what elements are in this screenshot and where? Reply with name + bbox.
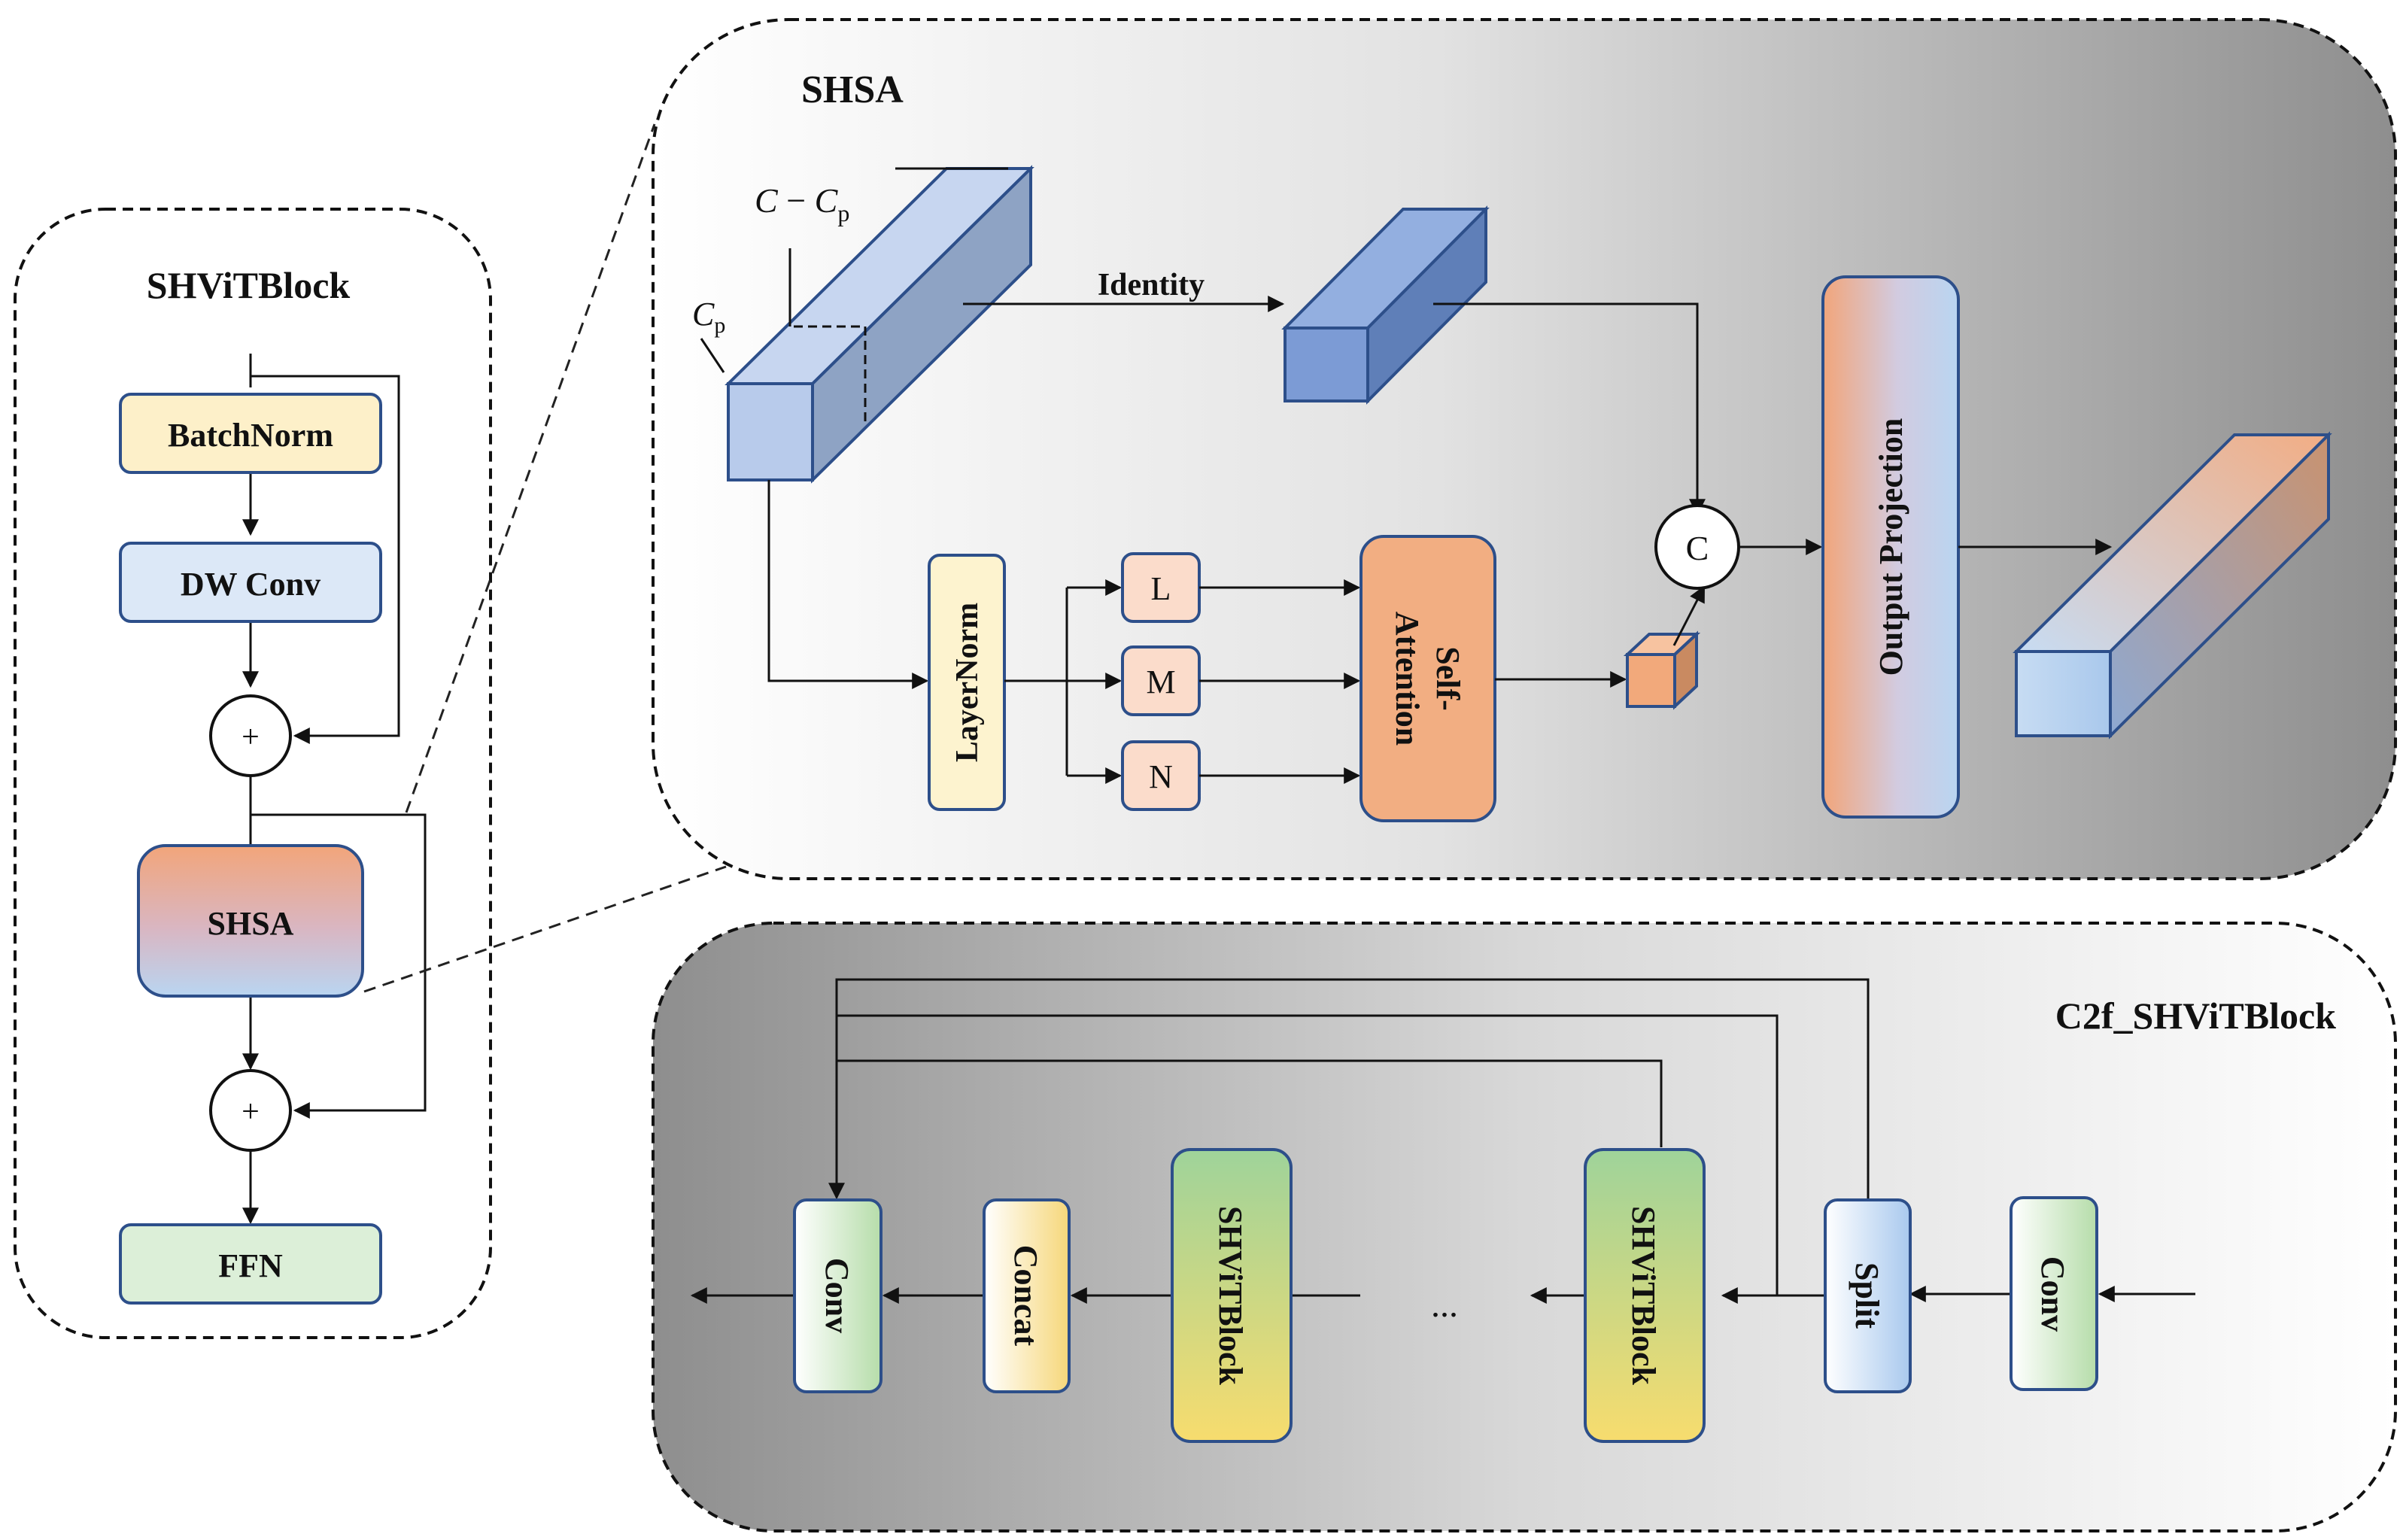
- add-node-2: [209, 1069, 292, 1152]
- shvit-block-panel: SHViTBlock BatchNorm DW Conv + SHSA + FF…: [14, 208, 492, 1339]
- split-to-conv-skip: [828, 978, 1870, 1200]
- cp-pointer: [700, 338, 725, 373]
- zoom-line-bottom: [363, 865, 727, 993]
- add-node-1: [209, 694, 292, 777]
- concat-label: Concat: [1007, 1245, 1044, 1347]
- ellipsis-label: ...: [1431, 1285, 1458, 1325]
- dwconv-block: [119, 542, 382, 623]
- conv-in-block: [2010, 1196, 2098, 1391]
- shsa-panel-title: SHSA: [801, 68, 904, 111]
- batchnorm-label: BatchNorm: [168, 417, 333, 454]
- dwconv-label: DW Conv: [181, 566, 321, 603]
- shsa-block-label: SHSA: [208, 905, 294, 942]
- shvit-block-title: SHViTBlock: [147, 264, 351, 306]
- input-feature-cube: [725, 165, 1034, 484]
- layernorm-block: [928, 554, 1006, 811]
- conv-out-label: Conv: [819, 1258, 855, 1333]
- shvit-block-1: [1171, 1148, 1293, 1443]
- split-to-layernorm: [767, 480, 929, 689]
- m-label: M: [1146, 664, 1175, 700]
- self-attention-label: Self- Attention: [1389, 612, 1466, 746]
- split-label: Split: [1849, 1262, 1885, 1329]
- c2f-panel: C2f_SHViTBlock Conv Concat SHViTBlock ..…: [652, 922, 2397, 1532]
- concat-block: [983, 1198, 1071, 1393]
- cp-label: Cp: [692, 296, 725, 338]
- attention-output-cube: [1623, 630, 1701, 710]
- split-block: [1824, 1198, 1912, 1393]
- conv-in-label: Conv: [2034, 1256, 2071, 1332]
- ffn-label: FFN: [218, 1247, 283, 1284]
- output-projection-label: Output Projection: [1873, 418, 1909, 676]
- c2f-panel-title: C2f_SHViTBlock: [2055, 995, 2336, 1037]
- layernorm-label: LayerNorm: [950, 603, 985, 762]
- n-label: N: [1149, 758, 1173, 795]
- cube-to-concat: [1672, 585, 1706, 646]
- concat-node-label: C: [1686, 529, 1709, 567]
- zoom-line-top: [405, 123, 656, 813]
- shvit-block-2-label: SHViTBlock: [1625, 1206, 1662, 1386]
- conv-out-block: [793, 1198, 883, 1393]
- identity-to-concat: [1433, 302, 1706, 516]
- svg-text:Attention: Attention: [1389, 612, 1426, 746]
- c-minus-cp-label: C − Cp: [755, 181, 849, 226]
- identity-cube: [1281, 205, 1490, 405]
- output-feature-cube: [2013, 431, 2332, 740]
- shsa-panel: SHSA C − Cp Cp Identity LayerNorm: [652, 18, 2397, 880]
- shvit-to-conv-skip: [837, 1059, 1663, 1147]
- self-attention-block: [1359, 535, 1496, 822]
- l-label: L: [1151, 570, 1171, 607]
- identity-label: Identity: [1098, 268, 1205, 302]
- split-branch-skip: [837, 1014, 1779, 1295]
- ffn-block: [119, 1223, 382, 1305]
- shvit-block-2: [1584, 1148, 1706, 1443]
- batchnorm-block: [119, 393, 382, 474]
- add-node-1-symbol: +: [242, 720, 260, 755]
- add-node-2-symbol: +: [242, 1095, 260, 1129]
- svg-text:Self-: Self-: [1429, 646, 1466, 711]
- shvit-block-1-label: SHViTBlock: [1212, 1206, 1249, 1386]
- shsa-block: [137, 844, 364, 998]
